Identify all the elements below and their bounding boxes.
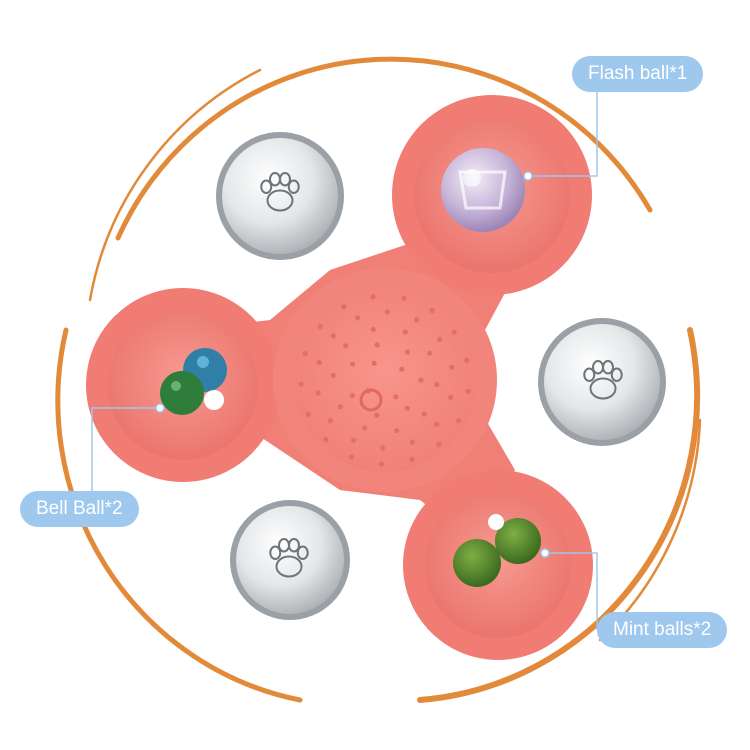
dome-bump (434, 381, 440, 388)
dome-bump (302, 351, 308, 357)
dome-bump (327, 418, 333, 424)
dome-bump (404, 405, 410, 411)
clear-ball-right (538, 318, 666, 446)
dome-bump (371, 360, 377, 366)
dome-bump (456, 418, 462, 424)
dome-bump (348, 454, 354, 460)
clear-ball-top-left (216, 132, 344, 260)
dome-bump (394, 428, 400, 434)
dome-bump (317, 324, 323, 330)
bell-ball-label: Bell Ball*2 (20, 491, 139, 527)
dome-bump (349, 392, 356, 399)
dome-bump (414, 317, 420, 323)
dome-bump (323, 437, 329, 443)
dome-bump (378, 461, 385, 467)
dome-bump (350, 361, 356, 367)
dome-bump (448, 394, 454, 400)
dome-bump (362, 425, 368, 431)
dome-bumps (298, 294, 471, 467)
dome-bump (298, 381, 304, 387)
dome-bump (305, 411, 311, 417)
dome-bump (315, 390, 321, 396)
dome-bump (343, 343, 349, 349)
dome-bump (401, 295, 407, 301)
mint-balls-label: Mint balls*2 (597, 612, 728, 648)
dome-bump (464, 357, 470, 363)
dome-bump (409, 439, 415, 445)
leader-lines (91, 92, 598, 630)
flash-ball-label: Flash ball*1 (572, 56, 704, 92)
dome-bump (355, 315, 361, 321)
decorative-ring (55, 56, 702, 703)
dome-bump (350, 437, 356, 443)
dome-bump (374, 412, 380, 418)
dome-bump (316, 360, 322, 366)
dome-bump (436, 441, 442, 447)
dome-bump (384, 309, 390, 315)
dome-bump (421, 411, 427, 417)
dome-bump (427, 350, 433, 356)
dome-bump (330, 372, 336, 379)
dome-bump (405, 349, 411, 355)
dome-bump (437, 336, 443, 342)
dome-bump (374, 342, 380, 348)
flash-ball (441, 148, 525, 232)
dome-bump (409, 456, 415, 463)
clear-ball-bottom-left (230, 500, 350, 620)
dome-bump (341, 304, 347, 310)
bell-balls (160, 348, 227, 415)
dome-bump (434, 421, 440, 427)
dome-bump (399, 366, 405, 372)
dome-bump (337, 404, 343, 410)
dome-bump (465, 388, 471, 394)
dome-bump (370, 294, 376, 300)
dome-bump (330, 333, 336, 339)
dome-bump (370, 326, 376, 332)
dome-bump (380, 445, 386, 451)
dome-bump (393, 394, 399, 400)
dome-bump (451, 329, 457, 335)
mint-balls (453, 514, 541, 587)
dome-bump (402, 329, 408, 335)
dome-bump (418, 377, 424, 383)
dome-bump (429, 307, 435, 314)
dome-bump (449, 364, 455, 370)
